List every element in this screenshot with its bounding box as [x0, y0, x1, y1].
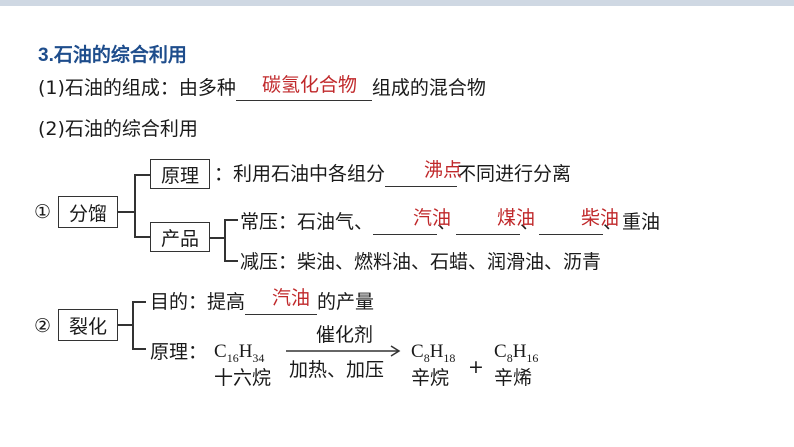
normal-blank-2 [456, 210, 521, 235]
bracket-bottom-3 [132, 348, 146, 350]
bracket-vertical-1 [134, 174, 136, 237]
principle-box: 原理 [150, 159, 210, 189]
purpose-blank [245, 290, 318, 315]
bracket-top-3 [132, 301, 146, 303]
reactant-h: H [238, 341, 253, 362]
composition-blank [235, 76, 372, 101]
product2-h-sub: 16 [526, 350, 539, 365]
bracket-stem-1 [118, 211, 134, 213]
composition-prefix: (1)石油的组成：由多种 [38, 77, 236, 99]
principle-line: ：利用石油中各组分 不同进行分离 [214, 162, 571, 187]
bracket-vertical-2 [224, 219, 226, 261]
purpose-line: 目的：提高 的产量 [150, 290, 374, 315]
catalyst-label: 催化剂 [316, 324, 374, 346]
normal-sep-1: 、 [437, 211, 457, 233]
product2-c: C [494, 341, 507, 362]
comprehensive-use-label: (2)石油的综合利用 [38, 118, 198, 140]
composition-suffix: 组成的混合物 [371, 77, 486, 99]
normal-answer-2: 煤油 [497, 207, 536, 229]
product2-c-sub: 8 [506, 350, 513, 365]
normal-answer-1: 汽油 [413, 207, 452, 229]
composition-line: (1)石油的组成：由多种 组成的混合物 [38, 76, 486, 101]
top-accent-bar [0, 0, 794, 6]
purpose-answer: 汽油 [272, 287, 311, 309]
principle-blank [385, 162, 458, 187]
plus-sign: + [468, 356, 484, 378]
section-title: 3.石油的综合利用 [38, 45, 187, 66]
marker-1: ① [34, 201, 52, 223]
marker-2: ② [34, 315, 52, 337]
reactant-c-sub: 16 [226, 350, 239, 365]
product1-formula: C8H18 [411, 340, 455, 370]
principle-prefix: ：利用石油中各组分 [214, 163, 386, 185]
reactant-name: 十六烷 [214, 367, 272, 389]
purpose-suffix: 的产量 [317, 291, 375, 313]
product2-name: 辛烯 [494, 367, 533, 389]
principle-answer: 沸点 [424, 159, 463, 181]
bracket-bottom-2 [224, 260, 238, 262]
product1-h-sub: 18 [443, 350, 456, 365]
normal-blank-1 [373, 210, 438, 235]
normal-answer-3: 柴油 [581, 207, 620, 229]
cracking-box: 裂化 [58, 309, 118, 341]
product1-c-sub: 8 [423, 350, 430, 365]
normal-suffix: 、重油 [603, 211, 661, 233]
fractionation-box: 分馏 [58, 196, 118, 228]
products-box: 产品 [150, 222, 210, 252]
bracket-top-1 [134, 174, 150, 176]
products-label: 产品 [160, 227, 199, 250]
cracking-principle-label: 原理： [150, 341, 208, 363]
reactant-formula: C16H34 [214, 340, 264, 370]
product2-formula: C8H16 [494, 340, 538, 370]
vacuum-line: 减压：柴油、燃料油、石蜡、润滑油、沥青 [240, 251, 602, 273]
reaction-arrow [286, 345, 401, 357]
bracket-stem-2 [210, 237, 224, 239]
conditions-label: 加热、加压 [289, 359, 385, 381]
reactant-h-sub: 34 [252, 350, 265, 365]
normal-sep-2: 、 [520, 211, 540, 233]
bracket-bottom-1 [134, 236, 150, 238]
fractionation-label: 分馏 [68, 202, 107, 225]
bracket-stem-3 [118, 324, 132, 326]
normal-blank-3 [539, 210, 604, 235]
normal-prefix: 常压：石油气、 [240, 211, 374, 233]
normal-pressure-line: 常压：石油气、 、 、 、重油 [240, 210, 660, 235]
principle-label: 原理 [160, 164, 199, 187]
product1-h: H [429, 341, 444, 362]
product1-c: C [411, 341, 424, 362]
purpose-prefix: 目的：提高 [150, 291, 246, 313]
principle-suffix: 不同进行分离 [457, 163, 572, 185]
product1-name: 辛烷 [411, 367, 450, 389]
product2-h: H [512, 341, 527, 362]
reactant-c: C [214, 341, 227, 362]
cracking-label: 裂化 [68, 315, 107, 338]
bracket-vertical-3 [132, 301, 134, 349]
bracket-top-2 [224, 219, 238, 221]
composition-answer: 碳氢化合物 [262, 74, 358, 96]
